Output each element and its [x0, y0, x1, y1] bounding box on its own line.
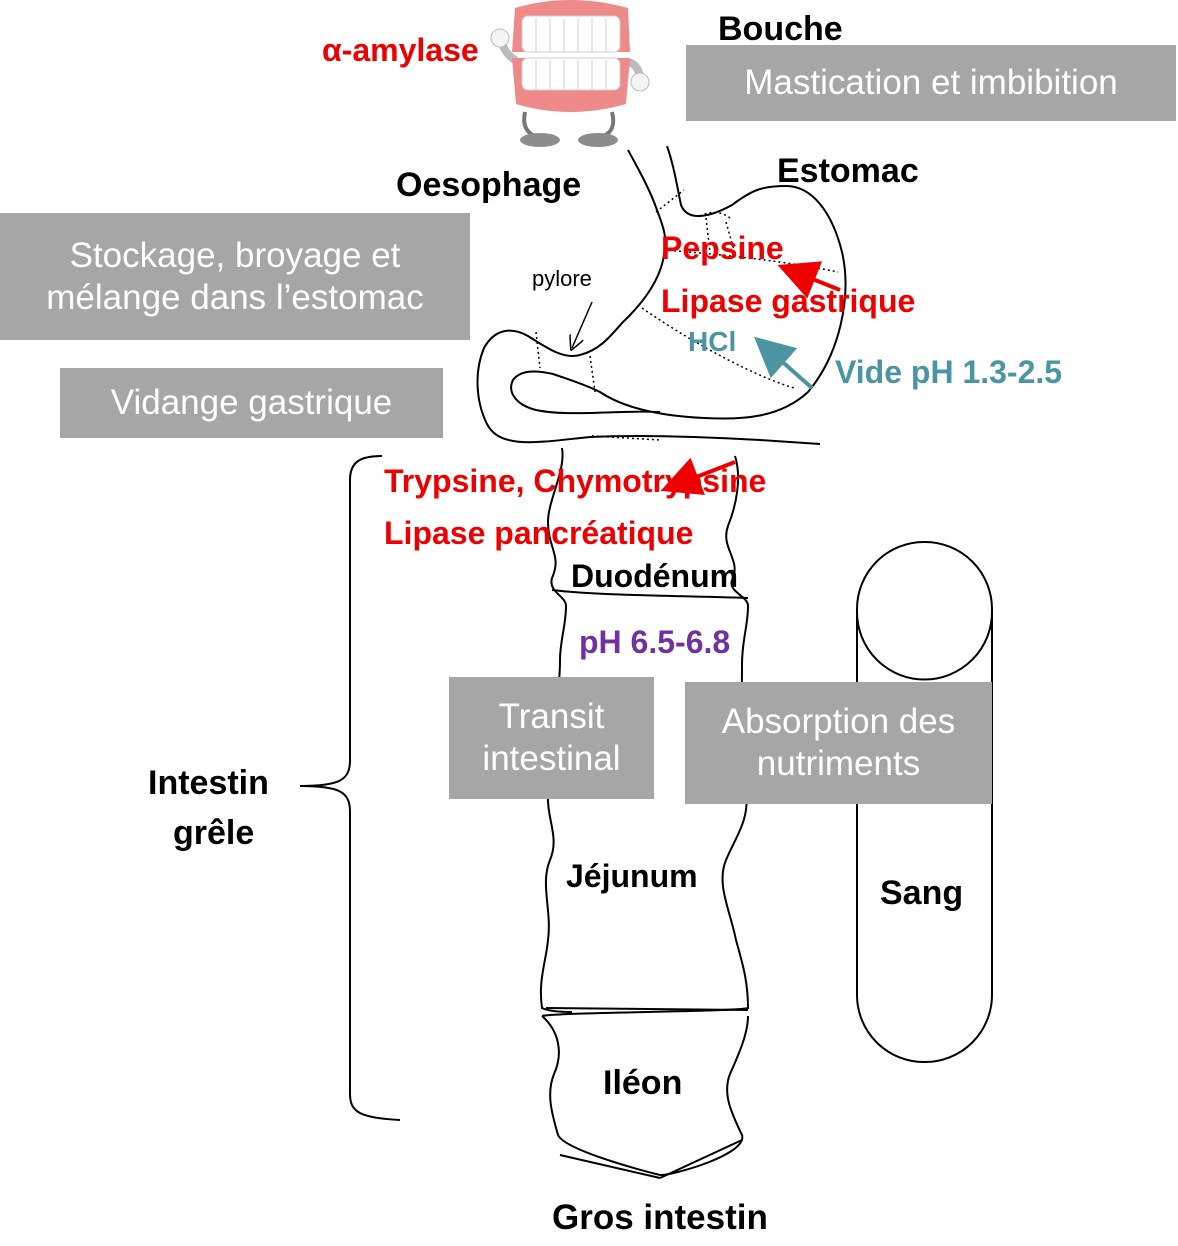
- dentures-mascot-icon: [490, 0, 650, 147]
- label-lipase-gastrique: Lipase gastrique: [661, 283, 916, 319]
- label-lipase-pancreatique: Lipase pancréatique: [384, 515, 694, 551]
- label-oesophage: Oesophage: [396, 166, 582, 204]
- box-stockage-line2: mélange dans l’estomac: [46, 277, 424, 317]
- label-ph-intestin: pH 6.5-6.8: [579, 624, 731, 660]
- box-vidange: Vidange gastrique: [60, 368, 443, 438]
- box-transit-line2: intestinal: [482, 739, 621, 778]
- label-sang: Sang: [880, 874, 964, 912]
- label-pylore: pylore: [532, 266, 592, 291]
- box-transit: Transit intestinal: [449, 677, 654, 799]
- box-absorption: Absorption des nutriments: [685, 682, 992, 804]
- label-gros-intestin: Gros intestin: [552, 1198, 768, 1237]
- box-stockage: Stockage, broyage et mélange dans l’esto…: [0, 213, 470, 340]
- label-intestin: Intestin: [148, 764, 269, 802]
- label-ileon: Iléon: [603, 1064, 683, 1102]
- stomach-outline: [476, 149, 821, 445]
- label-alpha-amylase: α-amylase: [322, 32, 479, 68]
- trypsine-arrow: [660, 457, 736, 496]
- box-absorption-line1: Absorption des: [721, 702, 956, 741]
- label-hcl: HCl: [688, 326, 737, 357]
- box-absorption-line2: nutriments: [756, 744, 921, 783]
- box-vidange-text: Vidange gastrique: [110, 383, 393, 422]
- label-grele: grêle: [173, 814, 255, 852]
- small-intestine-brace: [299, 455, 401, 1121]
- label-estomac: Estomac: [777, 152, 919, 190]
- label-trypsine-chymotrypsine: Trypsine, Chymotrypsine: [384, 463, 767, 499]
- label-pepsine: Pepsine: [661, 230, 784, 266]
- hcl-arrow: [754, 336, 814, 390]
- box-transit-line1: Transit: [498, 697, 605, 736]
- box-stockage-line1: Stockage, broyage et: [69, 235, 401, 275]
- label-bouche: Bouche: [718, 10, 843, 48]
- label-jejunum: Jéjunum: [566, 858, 698, 894]
- pylore-arrow: [572, 301, 593, 348]
- box-mastication: Mastication et imbibition: [686, 45, 1176, 121]
- box-mastication-text: Mastication et imbibition: [744, 63, 1118, 102]
- pepsine-arrow: [777, 261, 841, 299]
- label-vide-ph: Vide pH 1.3-2.5: [835, 354, 1063, 390]
- label-duodenum: Duodénum: [571, 558, 739, 594]
